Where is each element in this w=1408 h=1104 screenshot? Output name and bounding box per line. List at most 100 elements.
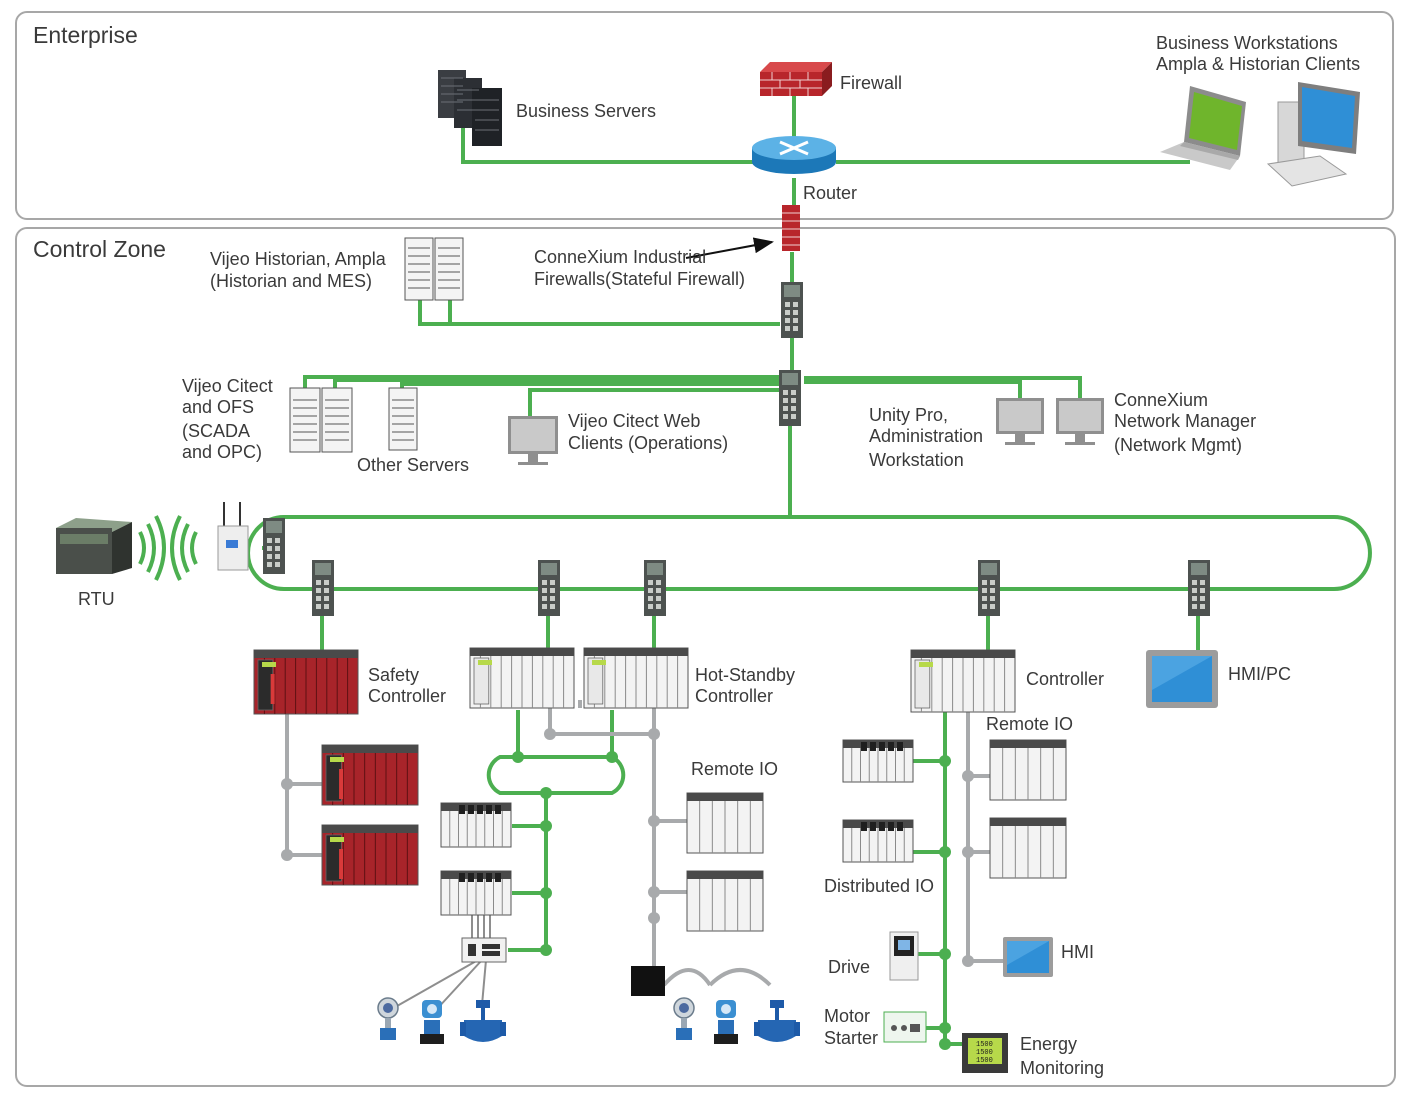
citect-label-3: (SCADA: [182, 421, 251, 441]
hsby-remote-link: [548, 708, 656, 736]
business-servers-label: Business Servers: [516, 101, 657, 121]
controller-remote-io-2: [989, 817, 1067, 879]
switch-hmipc-icon: [1188, 560, 1210, 616]
controller-remote-io-1: [989, 739, 1067, 801]
unity-monitor-icon: [996, 398, 1044, 445]
motor-label-1: Motor: [824, 1006, 871, 1026]
link-business-servers: [461, 125, 754, 164]
switch-hsby-a-icon: [538, 560, 560, 616]
citect-label-2: and OFS: [182, 397, 255, 417]
distributed-io-label: Distributed IO: [824, 876, 935, 896]
access-point-icon: [217, 502, 249, 571]
citect-label-4: and OPC): [182, 442, 263, 462]
control-zone: [15, 227, 1396, 1087]
hotstandby-label-2: Controller: [695, 686, 774, 706]
safety-io-rack-1: [321, 744, 419, 806]
switch-core-icon: [779, 370, 801, 426]
switch-controller-icon: [978, 560, 1000, 616]
motor-label-2: Starter: [824, 1028, 879, 1048]
web-client-monitor-icon: [508, 416, 558, 465]
hsby-dio-bus: [508, 793, 548, 952]
flow-transmitter-icon-1: [420, 1000, 444, 1044]
junction-box-icon: [461, 937, 507, 963]
hsby-distributed-io-2: [440, 870, 512, 916]
hmi-icon: [1003, 937, 1053, 977]
rtu-icon: [56, 518, 132, 574]
desktop-icon: [1266, 82, 1360, 187]
citect-label-1: Vijeo Citect: [182, 376, 273, 396]
safety-io-rack-2: [321, 824, 419, 886]
business-servers-icon: [438, 70, 502, 146]
hotstandby-label-1: Hot-Standby: [695, 665, 796, 685]
business-workstations-label: Business Workstations: [1156, 33, 1338, 53]
historian-label-2: (Historian and MES): [210, 271, 373, 291]
controller-label: Controller: [1026, 669, 1105, 689]
field-devices: [377, 997, 800, 1044]
wireless-signal-icon: [138, 515, 198, 581]
netmgr-monitor-icon: [1056, 398, 1104, 445]
controller-rack: [910, 649, 1016, 713]
hmipc-label: HMI/PC: [1228, 664, 1291, 684]
connexium-fw-label-1: ConneXium Industrial: [534, 247, 707, 267]
safety-label-1: Safety: [368, 665, 420, 685]
flow-transmitter-icon-2: [714, 1000, 738, 1044]
drive-label: Drive: [828, 957, 871, 977]
energy-label-1: Energy: [1020, 1034, 1078, 1054]
junction-dots: [281, 728, 974, 1050]
control-valve-icon-1: [460, 1000, 506, 1042]
link-historian-switch: [418, 300, 780, 326]
netmgr-label-3: (Network Mgmt): [1114, 435, 1243, 455]
enterprise-zone: [15, 11, 1394, 220]
laptop-icon: [1160, 86, 1246, 170]
pressure-transmitter-icon-1: [377, 997, 399, 1040]
svg-text:1500: 1500: [976, 1041, 993, 1049]
rtu-label: RTU: [78, 589, 115, 609]
unity-label-1: Unity Pro,: [869, 405, 949, 425]
switch-firewall-icon: [781, 282, 803, 338]
router-label: Router: [803, 183, 858, 203]
safety-controller-rack: [253, 649, 359, 715]
hsby-controller-rack-b: [583, 647, 689, 709]
web-clients-label-1: Vijeo Citect Web: [568, 411, 701, 431]
switch-ring-ap-icon: [263, 518, 285, 574]
link-scada: [303, 375, 780, 388]
other-server-icon: [388, 387, 418, 451]
switch-safety-icon: [312, 560, 334, 616]
switch-hsby-b-icon: [644, 560, 666, 616]
firewall-icon: [760, 62, 832, 96]
remote-io-rack-1: [686, 792, 764, 854]
safety-label-2: Controller: [368, 686, 447, 706]
unity-label-2: Administration: [869, 426, 984, 446]
router-icon: [752, 136, 836, 174]
svg-text:1500: 1500: [976, 1049, 993, 1057]
main-ring: [246, 515, 1372, 591]
pressure-transmitter-icon-2: [673, 997, 695, 1040]
hmi-label: HMI: [1061, 942, 1094, 962]
firewall-label: Firewall: [840, 73, 903, 93]
remote-io-label-a: Remote IO: [691, 759, 779, 779]
control-zone-title: Control Zone: [33, 236, 166, 262]
other-servers-label: Other Servers: [357, 455, 470, 475]
remote-interface-box: [631, 966, 665, 996]
svg-text:1500: 1500: [976, 1057, 993, 1065]
historian-label-1: Vijeo Historian, Ampla: [210, 249, 386, 269]
hsby-controller-rack-a: [469, 647, 575, 709]
unity-label-3: Workstation: [869, 450, 964, 470]
link-web-clients: [528, 388, 780, 416]
netmgr-label-1: ConneXium: [1114, 390, 1209, 410]
link-unity: [804, 380, 1022, 398]
plc-racks: [253, 647, 1067, 932]
energy-label-2: Monitoring: [1020, 1058, 1105, 1078]
control-valve-icon-2: [754, 1000, 800, 1042]
drive-icon: [889, 931, 919, 981]
enterprise-title: Enterprise: [33, 22, 138, 48]
link-other-servers: [400, 382, 780, 388]
remote-io-label-b: Remote IO: [986, 714, 1074, 734]
motor-starter-icon: [883, 1011, 927, 1043]
industrial-firewall-icon: [782, 205, 800, 251]
scada-servers-icon: [289, 387, 353, 453]
firewall-pointer-arrow: [685, 237, 774, 259]
hsby-ring: [486, 755, 626, 795]
